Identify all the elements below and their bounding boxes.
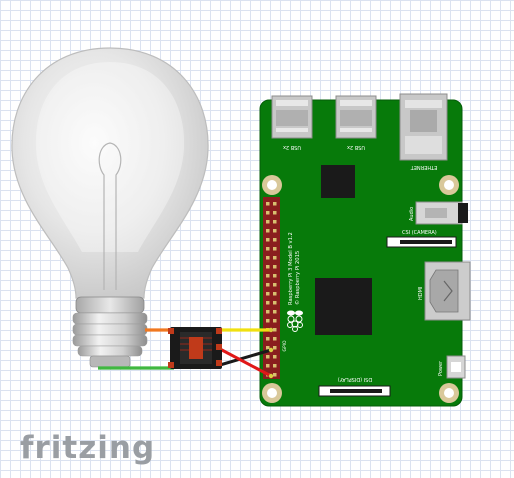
- gpio-pin: [266, 220, 270, 224]
- dsi-slot: [330, 389, 382, 393]
- gpio-pin: [266, 337, 270, 341]
- gpio-pin: [266, 274, 270, 278]
- gpio-pin: [273, 229, 277, 233]
- gpio-pin: [273, 301, 277, 305]
- gpio-pin: [273, 364, 277, 368]
- audio-jack: [415, 201, 468, 225]
- gpio-label: GPIO: [282, 340, 288, 352]
- gpio-pin: [266, 301, 270, 305]
- gpio-pin: [273, 328, 277, 332]
- power-label: Power: [438, 360, 444, 376]
- gpio-pin: [266, 238, 270, 242]
- wire-black: [219, 348, 272, 367]
- ethernet-port: [399, 93, 448, 161]
- csi-slot: [400, 240, 452, 244]
- gpio-pin: [266, 292, 270, 296]
- gpio-pin: [266, 202, 270, 206]
- relay-module-icon: [168, 327, 222, 369]
- light-bulb-icon: [11, 47, 209, 368]
- gpio-pin: [273, 292, 277, 296]
- gpio-pin: [266, 355, 270, 359]
- bulb-screw-base: [72, 312, 148, 368]
- gpio-pin: [273, 373, 277, 377]
- mounting-holes: [262, 175, 459, 403]
- bulb-filament: [98, 142, 122, 290]
- usb-port-2: [335, 95, 377, 139]
- hdmi-label: HDMI: [418, 287, 424, 300]
- soc-chip: [315, 278, 372, 335]
- audio-label: Audio: [409, 207, 415, 221]
- gpio-pin: [273, 310, 277, 314]
- wire-red: [219, 347, 272, 378]
- gpio-pin: [266, 283, 270, 287]
- board-model-label: Raspberry Pi 3 Model B v1.2: [288, 232, 294, 305]
- board-copyright-label: © Raspberry Pi 2015: [294, 251, 301, 305]
- gpio-pin: [266, 319, 270, 323]
- power-port-inner: [451, 362, 461, 372]
- gpio-pin: [273, 274, 277, 278]
- gpio-pin: [266, 256, 270, 260]
- gpio-pin: [266, 310, 270, 314]
- gpio-pin: [273, 283, 277, 287]
- wires: [98, 327, 274, 379]
- bulb-neck: [75, 296, 145, 314]
- usb-label-2: USB 2x: [347, 144, 365, 150]
- ethernet-label: ETHERNET: [410, 164, 438, 170]
- gpio-pin: [273, 220, 277, 224]
- gpio-pin: [266, 346, 270, 350]
- gpio-pin: [273, 247, 277, 251]
- csi-label: CSI (CAMERA): [402, 230, 437, 236]
- raspberry-logo-icon: [287, 310, 303, 332]
- bulb-inner-shade: [35, 62, 185, 252]
- usb-port-1: [271, 95, 313, 139]
- gpio-pin: [273, 238, 277, 242]
- hdmi-port: [424, 261, 471, 321]
- gpio-pin: [273, 202, 277, 206]
- gpio-pin: [266, 229, 270, 233]
- gpio-pin: [266, 265, 270, 269]
- gpio-pin: [266, 364, 270, 368]
- gpio-pin: [266, 211, 270, 215]
- gpio-pin: [273, 265, 277, 269]
- gpio-pin: [273, 211, 277, 215]
- gpio-pin: [266, 247, 270, 251]
- raspberry-pi-board: USB 2x USB 2x ETHERNET GPIO Raspberry Pi…: [259, 93, 471, 407]
- usb-label-1: USB 2x: [283, 144, 301, 150]
- gpio-pin: [273, 337, 277, 341]
- gpio-header: [263, 197, 280, 379]
- gpio-pin: [273, 346, 277, 350]
- gpio-pin: [273, 319, 277, 323]
- dsi-label: DSI (DISPLAY): [338, 376, 373, 382]
- gpio-pin: [273, 355, 277, 359]
- fritzing-logo: fritzing: [20, 430, 155, 466]
- usb-lan-chip: [321, 165, 355, 198]
- gpio-pin: [273, 256, 277, 260]
